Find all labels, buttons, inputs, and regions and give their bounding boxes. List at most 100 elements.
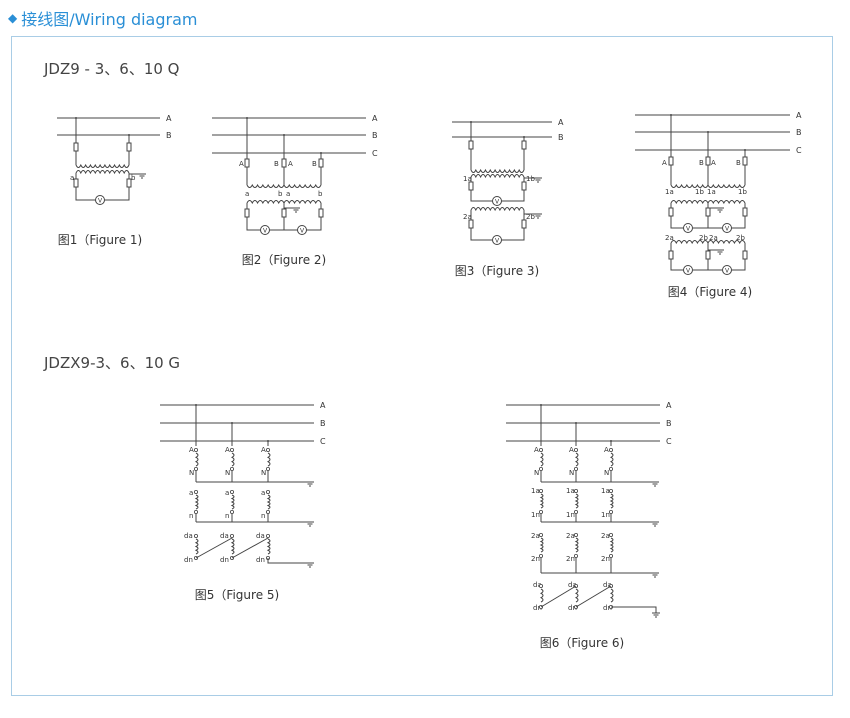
terminal-icon bbox=[193, 534, 198, 539]
terminal-icon bbox=[574, 466, 579, 471]
terminal-label: a bbox=[286, 190, 290, 198]
terminal-label: 2a bbox=[601, 532, 610, 540]
fuse-icon bbox=[521, 219, 527, 229]
ground-icon bbox=[534, 177, 542, 183]
voltmeter-icon bbox=[722, 265, 732, 275]
terminal-icon bbox=[539, 584, 544, 589]
voltmeter-label: V bbox=[98, 198, 103, 205]
fuse-icon bbox=[73, 178, 79, 188]
junction-dot bbox=[470, 121, 472, 123]
fuse-icon bbox=[668, 250, 674, 260]
figure-caption-5: 图5（Figure 5) bbox=[195, 588, 279, 602]
fuse-icon bbox=[73, 142, 79, 152]
terminal-icon bbox=[193, 466, 198, 471]
phase-label-b: B bbox=[666, 419, 672, 428]
phase-label-c: C bbox=[666, 437, 672, 446]
phase-label-b: B bbox=[558, 133, 564, 142]
ground-icon bbox=[138, 173, 146, 179]
terminal-label: A bbox=[569, 446, 574, 454]
terminal-label: da bbox=[256, 532, 265, 540]
winding-icon bbox=[707, 240, 746, 245]
winding-icon bbox=[266, 538, 271, 555]
section-title-g: JDZX9-3、6、10 G bbox=[44, 354, 181, 372]
terminal-label: N bbox=[604, 469, 609, 477]
terminal-icon bbox=[574, 533, 579, 538]
terminal-label: b bbox=[278, 190, 283, 198]
fuse-icon bbox=[742, 250, 748, 260]
terminal-label: 2n bbox=[566, 555, 575, 563]
ground-icon bbox=[651, 521, 659, 527]
terminal-label: 1a bbox=[531, 487, 540, 495]
ground-icon bbox=[651, 572, 659, 578]
voltmeter-label: V bbox=[686, 226, 691, 233]
winding-icon bbox=[574, 537, 579, 553]
terminal-label: n bbox=[261, 512, 265, 520]
terminal-label: a bbox=[70, 174, 74, 182]
terminal-label: A bbox=[261, 446, 266, 454]
ground-icon bbox=[306, 481, 314, 487]
fuse-icon bbox=[244, 208, 250, 218]
phase-label-a: A bbox=[558, 118, 564, 127]
junction-dot bbox=[267, 440, 269, 442]
phase-label-c: C bbox=[320, 437, 326, 446]
winding-icon bbox=[670, 240, 709, 245]
wire bbox=[231, 537, 269, 559]
ground-icon bbox=[652, 612, 660, 618]
junction-dot bbox=[523, 136, 525, 138]
ground-icon bbox=[534, 213, 542, 219]
terminal-label: 1n bbox=[566, 511, 575, 519]
terminal-label: A bbox=[534, 446, 539, 454]
terminal-label: n bbox=[189, 512, 193, 520]
terminal-label: 2a bbox=[665, 234, 674, 242]
figure-caption-2: 图2（Figure 2) bbox=[242, 253, 326, 267]
junction-dot bbox=[744, 149, 746, 151]
terminal-icon bbox=[539, 447, 544, 452]
wire bbox=[611, 606, 657, 613]
terminal-icon bbox=[539, 466, 544, 471]
winding-icon bbox=[539, 588, 544, 603]
terminal-label: 2a bbox=[531, 532, 540, 540]
terminal-icon bbox=[539, 554, 544, 559]
terminal-label: A bbox=[711, 159, 716, 167]
fuse-icon bbox=[126, 142, 132, 152]
terminal-label: dn bbox=[603, 604, 612, 612]
winding-icon bbox=[194, 494, 199, 510]
terminal-label: dn bbox=[184, 556, 193, 564]
terminal-label: A bbox=[225, 446, 230, 454]
winding-icon bbox=[574, 493, 579, 509]
terminal-label: 2b bbox=[526, 213, 535, 221]
terminal-icon bbox=[539, 509, 544, 514]
winding-icon bbox=[246, 183, 285, 188]
winding-icon bbox=[266, 494, 271, 510]
fuse-icon bbox=[318, 208, 324, 218]
winding-icon bbox=[574, 588, 579, 603]
fuse-icon bbox=[468, 181, 474, 191]
voltmeter-icon bbox=[297, 225, 307, 235]
terminal-label: 1b bbox=[526, 175, 535, 183]
terminal-label: N bbox=[534, 469, 539, 477]
ground-icon bbox=[716, 249, 724, 255]
junction-dot bbox=[575, 422, 577, 424]
terminal-label: A bbox=[189, 446, 194, 454]
terminal-icon bbox=[539, 488, 544, 493]
terminal-icon bbox=[229, 466, 234, 471]
figure-caption-3: 图3（Figure 3) bbox=[455, 264, 539, 278]
junction-dot bbox=[610, 440, 612, 442]
terminal-label: A bbox=[239, 160, 244, 168]
terminal-icon bbox=[265, 489, 270, 494]
terminal-icon bbox=[609, 466, 614, 471]
voltmeter-label: V bbox=[686, 268, 691, 275]
terminal-label: A bbox=[604, 446, 609, 454]
voltmeter-icon bbox=[95, 195, 105, 205]
fuse-icon bbox=[468, 219, 474, 229]
phase-label-a: A bbox=[166, 114, 172, 123]
figure-caption-6: 图6（Figure 6) bbox=[540, 636, 624, 650]
terminal-label: 1n bbox=[531, 511, 540, 519]
terminal-icon bbox=[193, 447, 198, 452]
winding-icon bbox=[230, 494, 235, 510]
winding-icon bbox=[75, 170, 130, 175]
terminal-label: N bbox=[569, 469, 574, 477]
terminal-label: B bbox=[736, 159, 741, 167]
phase-label-c: C bbox=[372, 149, 378, 158]
winding-icon bbox=[470, 174, 525, 179]
